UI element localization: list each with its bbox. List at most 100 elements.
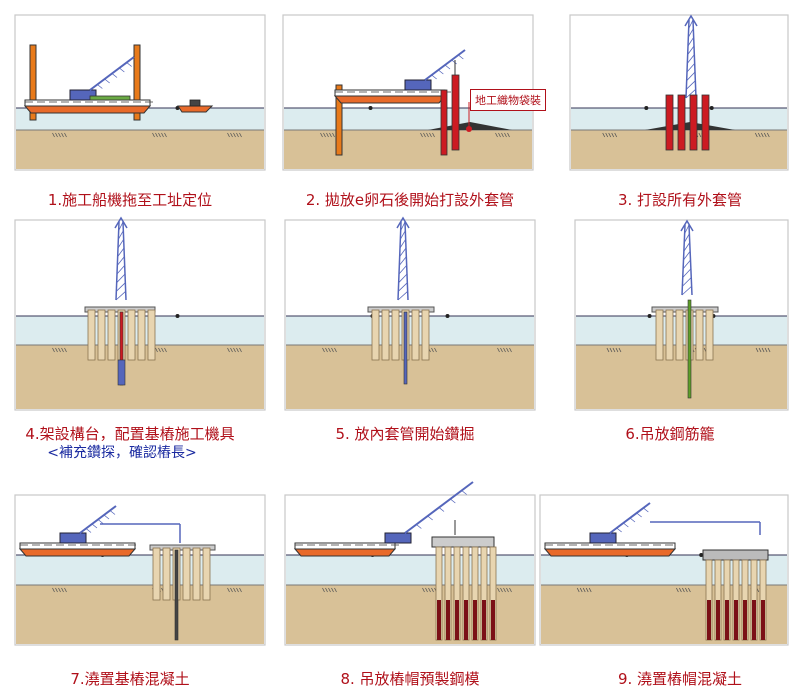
panel-5-crane-lattice (398, 265, 407, 275)
panel-2-crane-boom-lattice (438, 69, 444, 75)
panel-6-casing-5 (705, 309, 714, 361)
panel-7-hatch-0 (61, 587, 64, 593)
panel-6-hatch-2 (758, 347, 762, 353)
step-9-caption: 9. 澆置樁帽混凝土 (617, 670, 743, 688)
panel-3-buoy-1 (709, 106, 714, 110)
panel-4-crane-lattice (115, 291, 126, 301)
panel-9-crane-boom-lattice (609, 532, 616, 538)
panel-6-crane-lattice (683, 242, 691, 252)
panel-6-casing-0 (655, 309, 664, 361)
panel-8-pile-concrete-0 (437, 600, 441, 640)
panel-7-crane-boom-lattice (109, 510, 116, 515)
panel-2-barge-hull (333, 95, 447, 104)
panel-5-hatch-2 (509, 347, 512, 353)
panel-2-hatch-2 (504, 132, 507, 138)
panel-4-hatch-2 (239, 347, 242, 353)
panel-5-crane-lattice (398, 282, 408, 292)
panel-4-hatch-1 (164, 347, 167, 353)
panel-1-hatch-1 (152, 132, 155, 138)
panel-5-crane-tip (396, 216, 410, 229)
panel-5-hatch-2 (506, 347, 509, 353)
panel-1-crane-boom-lattice (97, 84, 103, 89)
panel-7-soil (16, 585, 264, 644)
panel-5-casing-5 (421, 309, 430, 361)
panel-8-hatch-0 (334, 587, 337, 593)
panel-5-casing-1 (381, 309, 390, 361)
panel-4-hatch-1 (161, 347, 164, 353)
panel-1-hatch-1 (161, 132, 164, 138)
panel-2-spud-left (335, 84, 343, 156)
panel-1-barge-hull (23, 105, 152, 114)
panel-4-hatch-0 (58, 347, 61, 353)
panel-5-hatch-2 (500, 347, 503, 353)
panel-4-casing-1 (97, 309, 106, 361)
panel-2-crane-boom-lattice (458, 54, 464, 60)
step-8-caption: 8. 吊放樁帽預製鋼模 (340, 670, 480, 688)
panel-6-hatch-0 (609, 347, 613, 353)
panel-8-hatch-1 (422, 587, 425, 593)
panel-8-hatch-2 (506, 587, 509, 593)
panel-3-crane-lattice (687, 37, 695, 47)
panel-3-crane-tip (684, 14, 698, 27)
panel-4-hatch-0 (55, 347, 58, 353)
panel-1-hatch-0 (58, 132, 61, 138)
panel-6-casing-2 (675, 309, 684, 361)
panel-7-hatch-0 (58, 587, 61, 593)
panel-1-crane-boom-lattice (104, 78, 110, 84)
panel-3-hatch-0 (608, 132, 612, 138)
panel-9-pile-concrete-6 (761, 600, 765, 640)
panel-8-barge-deck (294, 542, 396, 550)
panel-6-crane-lattice (682, 277, 692, 287)
panel-9-crane-boom-lattice (616, 527, 622, 533)
panel-5-water (286, 316, 534, 345)
panel-7-platform-deck (149, 544, 216, 551)
panel-8-hatch-0 (328, 587, 331, 593)
panel-8-pile-concrete-2 (455, 600, 459, 640)
panel-6-hatch-0 (615, 347, 619, 353)
panel-4-crane-lattice (117, 230, 124, 240)
panel-4-bit (117, 359, 126, 386)
geotextile-bag-callout: 地工織物袋裝 (470, 89, 546, 111)
panel-3-crane-lattice (688, 19, 694, 29)
panel-4-buoy-1 (175, 314, 180, 318)
panel-6-hatch-0 (606, 347, 610, 353)
panel-5-crane-lattice (399, 230, 406, 240)
panel-8-pile-concrete-3 (464, 600, 468, 640)
panel-6-hatch-0 (618, 347, 622, 353)
panel-5-hatch-0 (325, 347, 328, 353)
panel-4-hatch-0 (52, 347, 55, 353)
panel-3-crane-lattice (686, 63, 695, 73)
panel-9-hatch-0 (588, 587, 592, 593)
panel-3-crane-boom-right (692, 19, 697, 99)
panel-7-inner-2 (174, 549, 179, 641)
panel-6-hatch-2 (761, 347, 765, 353)
panel-2-hatch-2 (495, 132, 498, 138)
panel-5-hatch-0 (334, 347, 337, 353)
panel-1-tug-cabin (189, 99, 201, 107)
panel-9-pile-cap (702, 549, 769, 561)
panel-3-hatch-2 (757, 132, 761, 138)
panel-6-buoy-0 (647, 314, 652, 318)
panel-7-hatch-2 (227, 587, 230, 593)
panel-1-crane-body (69, 89, 97, 101)
panel-2-hatch-1 (429, 132, 432, 138)
panel-9-hatch-0 (585, 587, 589, 593)
panel-4-casing-5 (137, 309, 146, 361)
panel-3-crane-lattice (686, 80, 696, 90)
step-7-caption: 7.澆置基樁混凝土 (70, 670, 190, 688)
panel-7-water (16, 555, 264, 585)
panel-8-hatch-2 (497, 587, 500, 593)
panel-1-tug-hull (177, 105, 214, 113)
panel-8-pile-concrete-5 (482, 600, 486, 640)
panel-1-hatch-2 (227, 132, 230, 138)
panel-5-buoy-1 (445, 314, 450, 318)
panel-3-hatch-1 (698, 132, 702, 138)
panel-2-crane-boom-lattice (451, 59, 457, 65)
panel-5-hatch-1 (434, 347, 437, 353)
panel-9-pile-concrete-4 (743, 600, 747, 640)
panel-8-water (286, 555, 534, 585)
panel-4-casing-0 (87, 309, 96, 361)
panel-2-casing-left (440, 89, 448, 156)
panel-4-crane-tip (114, 216, 128, 229)
panel-5-crane-lattice (397, 291, 408, 301)
